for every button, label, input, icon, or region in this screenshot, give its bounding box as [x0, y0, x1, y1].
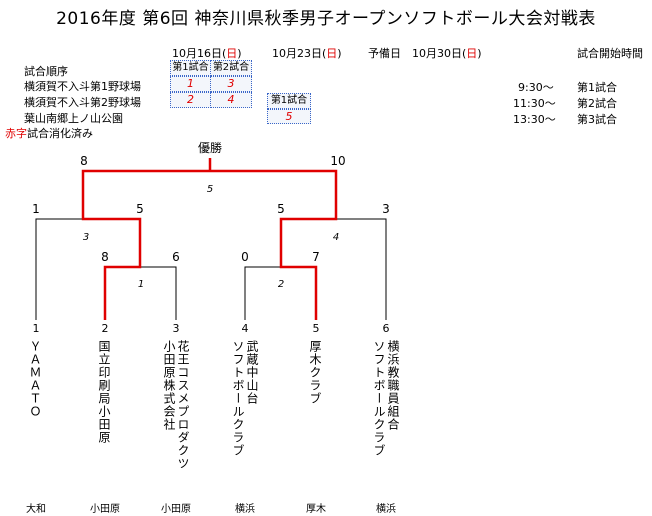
time-3-game: 第3試合	[577, 113, 617, 126]
time-2-game: 第2試合	[577, 97, 617, 110]
team-number: 1	[33, 322, 40, 335]
r1-left-score-2: 6	[172, 250, 180, 264]
venue-1: 横須賀不入斗第1野球場	[24, 80, 141, 93]
schedule-header-game2: 第2試合	[210, 60, 252, 76]
date-header-1: 10月16日(日)	[172, 47, 242, 60]
team-number: 5	[313, 322, 320, 335]
team-name-5: 厚木クラブ	[308, 340, 322, 405]
team-city-1: 大和	[26, 504, 46, 515]
team-city-6: 横浜	[376, 504, 396, 515]
team-name-6a: ソフトボールクラブ	[372, 340, 386, 457]
semi-left-score-2: 5	[136, 202, 144, 216]
team-number: 4	[242, 322, 249, 335]
team-city-4: 横浜	[235, 504, 255, 515]
order-label: 試合順序	[24, 65, 68, 78]
venue-3: 葉山南郷上ノ山公園	[24, 112, 123, 125]
schedule-header-day2: 第1試合	[267, 93, 311, 109]
schedule-cell: 5	[267, 109, 311, 124]
schedule-cell: 3	[210, 76, 252, 92]
bracket-line	[244, 266, 281, 320]
legend: 赤字試合消化済み	[5, 127, 93, 140]
team-name-3b: 花王コスメプロダクツ	[176, 340, 190, 470]
team-city-5: 厚木	[306, 504, 326, 515]
time-1: 9:30～	[518, 81, 554, 94]
team-number: 3	[173, 322, 180, 335]
winner-line	[210, 169, 338, 320]
start-time-label: 試合開始時間	[577, 47, 643, 60]
team-number: 2	[102, 322, 109, 335]
r1-right-game-number: 2	[278, 279, 284, 290]
venue-2: 横須賀不入斗第2野球場	[24, 96, 141, 109]
time-1-game: 第1試合	[577, 81, 617, 94]
semi-right-game-number: 4	[333, 232, 339, 243]
schedule-cell: 4	[210, 92, 252, 108]
date-header-2: 10月23日(日)	[272, 47, 342, 60]
winner-line	[81, 169, 210, 320]
bracket-line	[35, 218, 83, 320]
team-name-6b: 横浜教職員組合	[386, 340, 400, 431]
r1-right-score-1: 0	[241, 250, 249, 264]
semi-right-score-1: 5	[277, 202, 285, 216]
semi-left-game-number: 3	[83, 232, 89, 243]
r1-left-score-1: 8	[101, 250, 109, 264]
team-name-1: ＹＡＭＡＴＯ	[28, 340, 42, 418]
team-city-3: 小田原	[161, 504, 191, 515]
reserve-day-label: 予備日	[368, 47, 401, 60]
date-header-3: 10月30日(日)	[412, 47, 482, 60]
team-name-3a: 小田原株式会社	[162, 340, 176, 431]
page-title: 2016年度 第6回 神奈川県秋季男子オープンソフトボール大会対戦表	[56, 9, 596, 29]
final-right-score: 10	[330, 154, 345, 168]
final-left-score: 8	[80, 154, 88, 168]
semi-left-score-1: 1	[32, 202, 40, 216]
time-3: 13:30～	[513, 113, 556, 126]
bracket-line	[336, 218, 387, 320]
team-name-4b: 武蔵中山台	[245, 340, 259, 405]
r1-left-game-number: 1	[138, 279, 144, 290]
final-game-number: 5	[207, 184, 213, 195]
r1-right-score-2: 7	[312, 250, 320, 264]
bracket-line	[140, 266, 177, 320]
semi-right-score-2: 3	[382, 202, 390, 216]
team-number: 6	[383, 322, 390, 335]
team-name-4a: ソフトボールクラブ	[231, 340, 245, 457]
team-city-2: 小田原	[90, 504, 120, 515]
time-2: 11:30～	[513, 97, 556, 110]
team-name-2: 国立印刷局小田原	[97, 340, 111, 444]
champion-label: 優勝	[198, 140, 222, 155]
